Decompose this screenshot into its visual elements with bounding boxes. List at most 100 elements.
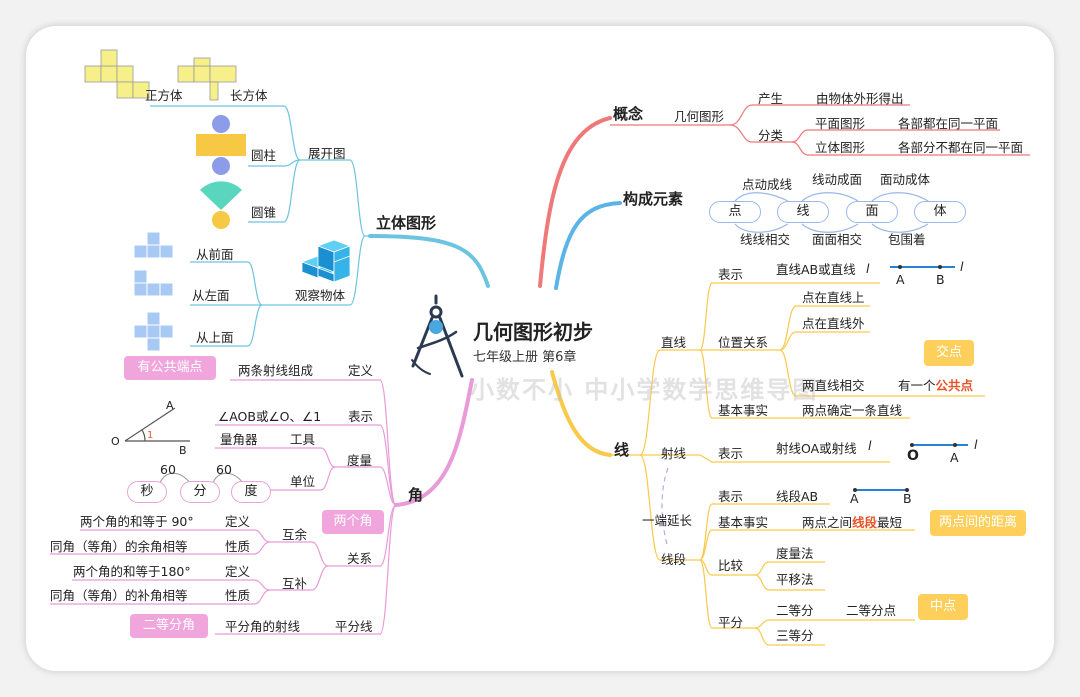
- comp-prop-label: 性质: [225, 539, 251, 554]
- concept-origin-text: 由物体外形得出: [816, 91, 904, 106]
- branch-angle: [394, 378, 474, 507]
- line-a-1: A: [896, 272, 905, 287]
- fig-1: 1: [147, 430, 154, 441]
- line-point-on: 点在直线上: [802, 290, 865, 305]
- branch-elements: [554, 201, 622, 290]
- line-ray-repr: 射线OA或射线: [776, 441, 857, 456]
- unit-sixty-2: 60: [216, 462, 232, 477]
- line-l-4: l: [974, 437, 978, 452]
- elements-bottom-1: 线线相交: [740, 232, 791, 247]
- angle-repr-text: ∠AOB或∠O、∠1: [218, 409, 322, 424]
- solid-cuboid: 长方体: [230, 88, 268, 103]
- line-point-off: 点在直线外: [802, 316, 865, 331]
- solid-top: 从上面: [196, 330, 234, 345]
- compass-icon: [411, 294, 464, 378]
- supp-prop-label: 性质: [225, 588, 251, 603]
- seg-fact-pre: 两点之间: [802, 515, 853, 530]
- angle-title: 角: [408, 486, 424, 504]
- fig-b: B: [179, 444, 187, 457]
- elements-bottom-2: 面面相交: [812, 232, 863, 247]
- branch-solid: [368, 234, 490, 288]
- line-segment: 线段: [661, 552, 687, 567]
- line-bisect: 平分: [718, 615, 744, 630]
- line-seg-fact: 两点之间线段最短: [802, 515, 902, 531]
- line-l-3: l: [868, 438, 872, 453]
- solid-front: 从前面: [196, 247, 234, 262]
- main-title: 几何图形初步: [473, 320, 593, 344]
- concept-origin: 产生: [758, 91, 784, 106]
- angle-supplement: 互补: [282, 576, 308, 591]
- line-seg-basic-fact: 基本事实: [718, 515, 769, 530]
- solid-cylinder: 圆柱: [251, 148, 277, 163]
- line-basic-fact: 基本事实: [718, 403, 769, 418]
- line-seg-repr: 线段AB: [776, 489, 819, 504]
- angle-unit: 单位: [290, 474, 316, 489]
- comp-prop-text: 同角（等角）的余角相等: [50, 539, 188, 554]
- line-title: 线: [614, 441, 630, 459]
- line-translate: 平移法: [776, 572, 814, 587]
- fig-o: O: [111, 435, 120, 448]
- solid-cone: 圆锥: [251, 205, 277, 220]
- line-three-eq: 三等分: [776, 628, 814, 643]
- angle-relation: 关系: [347, 551, 373, 566]
- concept-solid-text: 各部分不都在同一平面: [898, 140, 1024, 155]
- unit-degree: 度: [231, 481, 271, 503]
- line-intersect: 两直线相交: [802, 378, 865, 393]
- element-surface: 面: [846, 201, 898, 223]
- mindmap-card: [26, 26, 1054, 671]
- angle-represent: 表示: [348, 409, 374, 424]
- common-point-text: 公共点: [935, 378, 974, 393]
- concept-title: 概念: [613, 105, 644, 123]
- concept-category: 分类: [758, 128, 784, 143]
- line-ray: 射线: [661, 446, 687, 461]
- branch-line: [550, 370, 612, 457]
- concept-geometry: 几何图形: [674, 109, 725, 124]
- line-ray-represent: 表示: [718, 446, 744, 461]
- line-seg-represent: 表示: [718, 489, 744, 504]
- have-one-text: 有一个: [898, 378, 936, 393]
- line-straight-repr: 直线AB或直线: [776, 262, 856, 277]
- fig-a: A: [166, 399, 174, 412]
- unit-minute: 分: [180, 481, 220, 503]
- branch-concept: [538, 116, 612, 288]
- line-position: 位置关系: [718, 335, 769, 350]
- elements-top-1: 点动成线: [742, 177, 793, 192]
- solid-title: 立体图形: [376, 214, 437, 232]
- line-a-2: A: [950, 450, 959, 465]
- seg-fact-red: 线段: [852, 515, 878, 530]
- angle-bisector: 平分线: [335, 619, 373, 634]
- line-l-1: l: [866, 261, 870, 276]
- elements-bottom-3: 包围着: [888, 232, 926, 247]
- unit-second: 秒: [127, 481, 167, 503]
- supp-def-label: 定义: [225, 564, 251, 579]
- intersection-callout: 交点: [924, 340, 974, 366]
- element-line: 线: [777, 201, 829, 223]
- elements-title: 构成元素: [623, 190, 684, 208]
- solid-cube: 正方体: [145, 88, 183, 103]
- angle-bisector-text: 平分角的射线: [225, 619, 301, 634]
- watermark: 小数不小 中小学数学思维导图: [470, 376, 819, 404]
- angle-tool: 工具: [290, 432, 316, 447]
- angle-protractor: 量角器: [220, 432, 258, 447]
- unit-sixty-1: 60: [160, 462, 176, 477]
- two-angles-callout: 两个角: [322, 510, 384, 534]
- line-compare: 比较: [718, 558, 744, 573]
- angle-def-text: 两条射线组成: [238, 363, 314, 378]
- elements-top-2: 线动成面: [812, 172, 863, 187]
- supp-def-text: 两个角的和等于180°: [73, 564, 191, 579]
- line-straight-represent: 表示: [718, 267, 744, 282]
- solid-unfold: 展开图: [308, 146, 346, 161]
- line-b-3: B: [903, 491, 912, 506]
- line-two-eq-point: 二等分点: [846, 603, 897, 618]
- compass-ring: [429, 320, 443, 334]
- line-measure: 度量法: [776, 546, 814, 561]
- comp-def-label: 定义: [225, 514, 251, 529]
- line-extend: 一端延长: [642, 513, 693, 528]
- comp-def-text: 两个角的和等于 90°: [80, 514, 194, 529]
- concept-solid: 立体图形: [815, 140, 866, 155]
- concept-plane: 平面图形: [815, 116, 866, 131]
- concept-plane-text: 各部都在同一平面: [898, 116, 999, 131]
- vertex-callout: 有公共端点: [124, 356, 216, 380]
- element-solid: 体: [914, 201, 966, 223]
